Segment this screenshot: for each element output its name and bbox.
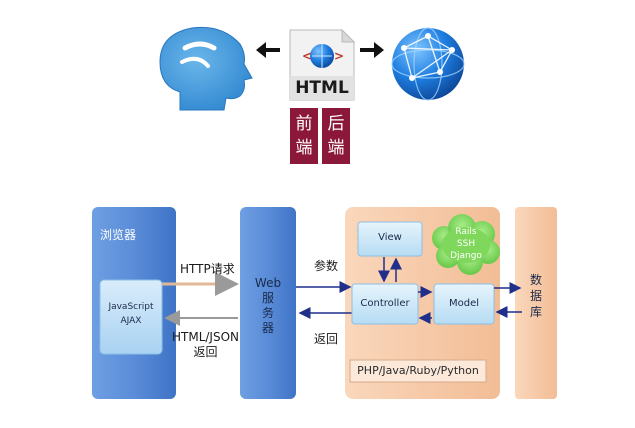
backend-bar <box>322 108 350 164</box>
globe-network-icon <box>391 27 465 101</box>
human-head-icon <box>159 26 253 111</box>
database-label: 数 据 库 <box>529 273 542 319</box>
javascript-label: JavaScript AJAX <box>108 302 154 326</box>
languages-label: PHP/Java/Ruby/Python <box>357 364 479 377</box>
http-request-label: HTTP请求 <box>180 262 235 276</box>
web-server-panel <box>240 207 296 399</box>
view-box <box>357 221 423 257</box>
database-panel <box>515 207 557 399</box>
web-server-label: Web 服 务 器 <box>254 276 282 335</box>
html-label: HTML <box>295 78 349 98</box>
params-label: 参数 <box>314 259 339 273</box>
backend-label: 后 端 <box>327 114 345 158</box>
browser-label: 浏览器 <box>100 228 137 242</box>
html-json-return-label: HTML/JSON 返回 <box>172 330 240 359</box>
model-box <box>433 283 495 325</box>
right-arrow-icon <box>360 42 384 58</box>
controller-box <box>351 283 419 325</box>
view-label: View <box>378 232 402 243</box>
return-label: 返回 <box>314 332 339 346</box>
html-document-icon: < > <box>289 28 356 101</box>
left-arrow-icon <box>256 42 280 58</box>
model-label: Model <box>448 298 480 309</box>
languages-box <box>349 359 487 383</box>
frontend-bar <box>290 108 318 164</box>
svg-text:<: < <box>302 49 312 63</box>
svg-text:>: > <box>334 49 344 63</box>
javascript-box <box>99 279 163 355</box>
controller-label: Controller <box>360 298 410 309</box>
framework-cloud <box>432 214 500 275</box>
frontend-label: 前 端 <box>295 114 313 158</box>
frameworks-label: Rails SSH Django <box>450 227 482 261</box>
